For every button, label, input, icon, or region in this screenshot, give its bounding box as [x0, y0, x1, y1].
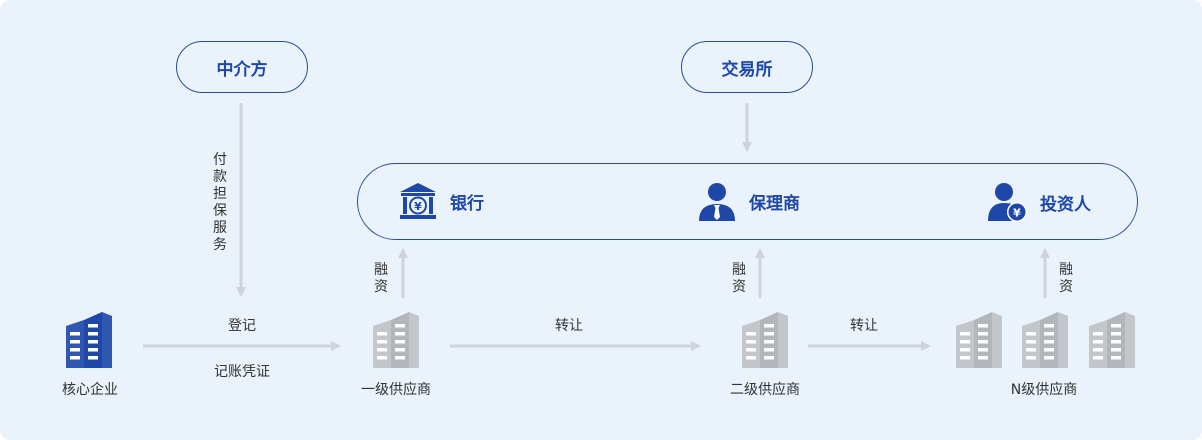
intermediary-node: 中介方: [176, 41, 308, 93]
bank-icon: ¥: [400, 183, 436, 219]
factor-label: 保理商: [749, 193, 800, 214]
tier2-supplier-label: 二级供应商: [730, 382, 800, 398]
investor-icon: ¥: [988, 183, 1027, 222]
person-icon: [699, 183, 735, 221]
core-enterprise-label: 核心企业: [62, 382, 118, 398]
tierN-supplier-building-icon: [1089, 312, 1135, 368]
financing-label-tierN: 融资: [1059, 262, 1073, 295]
exchange-node: 交易所: [681, 41, 813, 93]
investor-label: 投资人: [1040, 194, 1091, 215]
svg-text:¥: ¥: [414, 200, 422, 213]
exchange-label: 交易所: [721, 59, 773, 80]
tier2-supplier-building-icon: [742, 312, 788, 368]
bank-node: ¥ 银行: [398, 181, 484, 221]
tierN-supplier-building-icon: [1022, 312, 1068, 368]
tier1-supplier-building-icon: [373, 312, 419, 368]
svg-text:¥: ¥: [1013, 207, 1021, 220]
transfer-label-2: 转让: [850, 318, 878, 334]
investor-node: ¥ 投资人: [988, 181, 1091, 223]
core-enterprise-building-icon: [66, 312, 112, 368]
tierN-supplier-label: N级供应商: [1010, 382, 1078, 398]
guarantee-service-label: 付款担保服务: [213, 152, 227, 253]
transfer-label-1: 转让: [555, 318, 583, 334]
financing-label-tier1: 融资: [374, 262, 388, 295]
financing-institutions-group: [357, 163, 1138, 240]
bookkeeping-label: 记账凭证: [214, 364, 270, 380]
financing-label-tier2: 融资: [732, 262, 746, 295]
factor-node: 保理商: [697, 181, 800, 221]
tier1-supplier-label: 一级供应商: [361, 382, 431, 398]
register-label: 登记: [228, 318, 256, 334]
tierN-supplier-building-icon: [956, 312, 1002, 368]
bank-label: 银行: [450, 193, 484, 214]
intermediary-label: 中介方: [216, 59, 268, 80]
